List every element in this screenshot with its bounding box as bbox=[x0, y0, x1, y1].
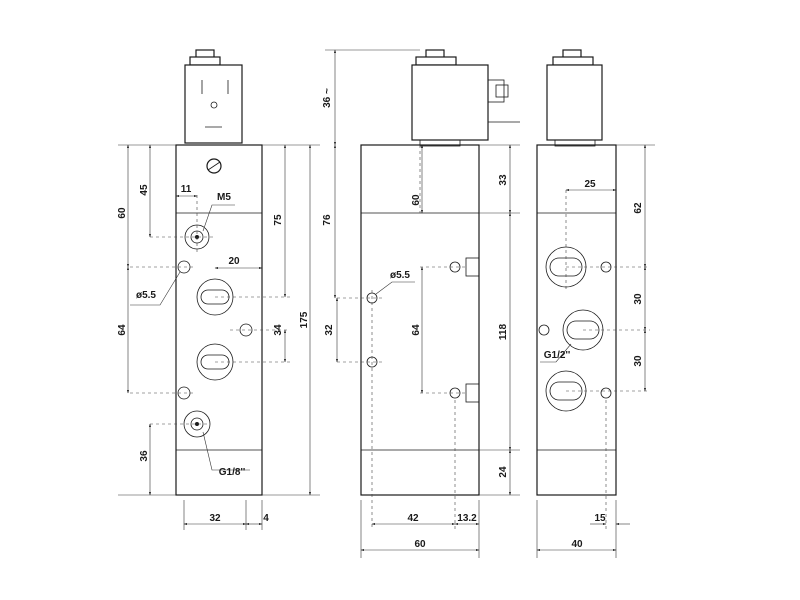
connector-icon bbox=[487, 79, 505, 103]
coil-screw-icon bbox=[210, 101, 218, 109]
front-valve-body bbox=[175, 144, 263, 496]
coil-cap bbox=[189, 56, 221, 66]
end-coil-body bbox=[546, 64, 603, 141]
side-coil-cap bbox=[415, 56, 457, 66]
dim-11: 11 bbox=[181, 184, 192, 195]
dim-25: 25 bbox=[584, 179, 596, 190]
dim-15: 15 bbox=[594, 513, 606, 524]
end-valve-body bbox=[536, 144, 617, 496]
dim-36-coil: 36 ~ bbox=[322, 88, 333, 108]
dim-32-front: 32 bbox=[209, 513, 221, 524]
dim-30-lower: 30 bbox=[633, 355, 644, 367]
g12-label: G1/2'' bbox=[544, 350, 570, 361]
dim-4: 4 bbox=[263, 513, 269, 524]
dim-118: 118 bbox=[498, 323, 509, 340]
side-coil-body bbox=[411, 64, 489, 141]
dim-13-2: 13.2 bbox=[457, 513, 477, 524]
coil-body bbox=[184, 64, 243, 144]
end-coil-cap bbox=[552, 56, 594, 66]
dim-76: 76 bbox=[322, 214, 333, 226]
side-view: 36 ~ 76 32 60 ø5.5 64 33 118 24 42 13.2 … bbox=[322, 49, 520, 558]
end-small-hole-icon bbox=[600, 387, 612, 399]
dim-175: 175 bbox=[299, 311, 310, 328]
dim-33: 33 bbox=[498, 174, 509, 186]
dia-5-5-front: ø5.5 bbox=[136, 290, 156, 301]
dim-30-upper: 30 bbox=[633, 293, 644, 305]
dim-60-side: 60 bbox=[411, 194, 422, 206]
dim-75: 75 bbox=[273, 214, 284, 226]
mount-hole-icon bbox=[239, 323, 253, 337]
dim-24: 24 bbox=[498, 466, 509, 478]
dim-60-width: 60 bbox=[414, 539, 426, 550]
dim-45: 45 bbox=[139, 184, 150, 196]
end-small-hole-icon bbox=[538, 324, 550, 336]
dim-40: 40 bbox=[571, 539, 583, 550]
front-view: 60 45 11 M5 75 20 ø5.5 64 34 175 36 G1/8… bbox=[117, 49, 320, 530]
g18-label: G1/8'' bbox=[219, 467, 245, 478]
dim-64-side: 64 bbox=[411, 324, 422, 336]
dim-62: 62 bbox=[633, 202, 644, 214]
dim-60-front: 60 bbox=[117, 207, 128, 219]
dim-20: 20 bbox=[228, 256, 240, 267]
dim-64-front: 64 bbox=[117, 324, 128, 336]
dim-32-side: 32 bbox=[324, 324, 335, 336]
dia-5-5-side: ø5.5 bbox=[390, 270, 410, 281]
dim-36-front: 36 bbox=[139, 450, 150, 462]
g18-port-outer bbox=[183, 410, 211, 438]
end-view: 25 62 30 G1/2'' 30 15 40 bbox=[536, 49, 655, 558]
dim-34: 34 bbox=[273, 324, 284, 336]
dim-42: 42 bbox=[407, 513, 419, 524]
front-coil bbox=[184, 49, 243, 144]
m5-label: M5 bbox=[217, 192, 231, 203]
